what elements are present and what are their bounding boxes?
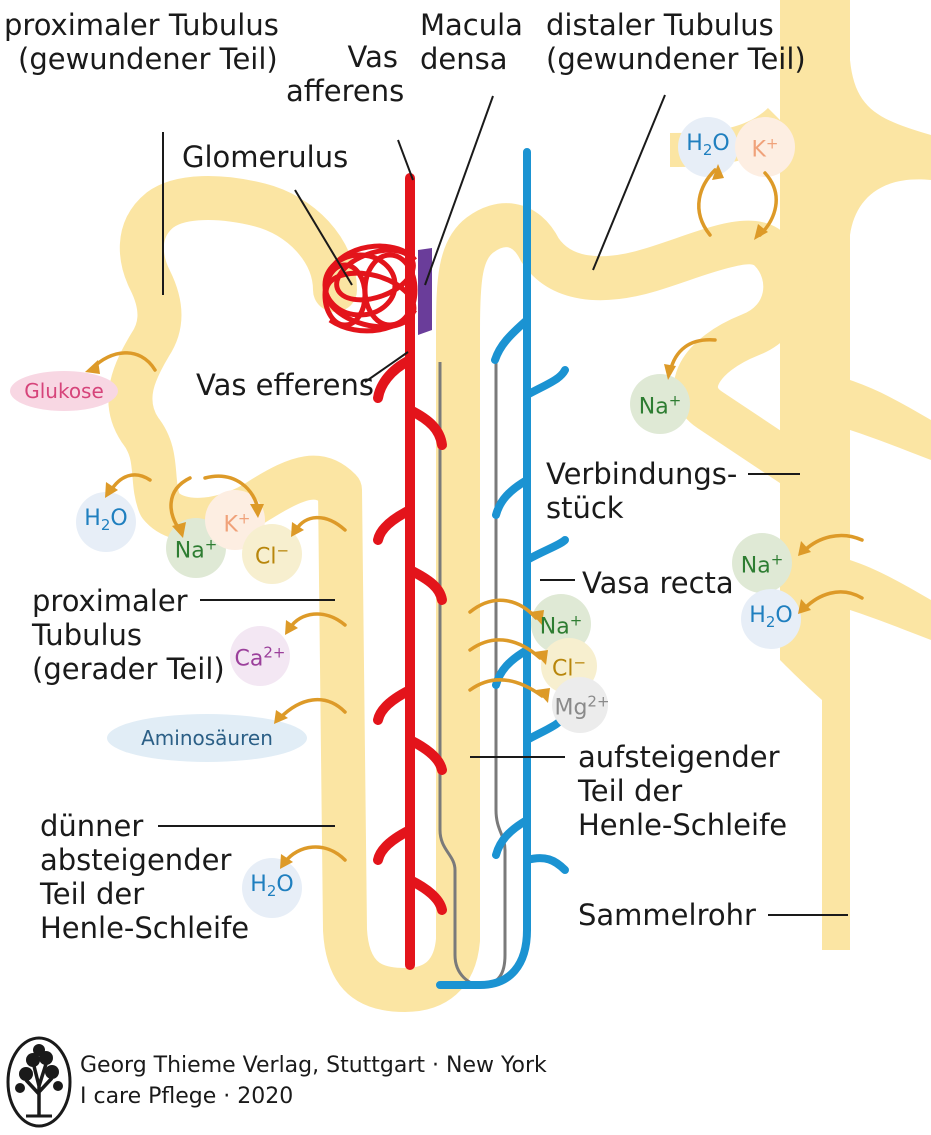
label-sammelrohr: Sammelrohr xyxy=(578,898,756,932)
label-vas-afferens: Vas afferens xyxy=(286,40,405,108)
ion-ca: Ca2+ xyxy=(234,643,286,672)
ion-cl: Cl− xyxy=(254,541,290,570)
label-distal-convoluted: distaler Tubulus (gewundener Teil) xyxy=(546,8,806,76)
publisher-tree-logo xyxy=(6,1036,72,1128)
ion-na: Na+ xyxy=(740,550,784,579)
ion-h2o: H2O xyxy=(686,130,730,160)
label-vas-efferens: Vas efferens xyxy=(196,368,374,402)
ion-na: Na+ xyxy=(174,535,218,564)
ion-k: K+ xyxy=(223,509,251,538)
leader-lines xyxy=(158,94,848,916)
aminosaeuren-label: Aminosäuren xyxy=(141,726,273,750)
tubule xyxy=(108,176,822,1012)
glukose-label: Glukose xyxy=(24,379,104,403)
ion-h2o: H2O xyxy=(250,871,294,901)
label-proximal-convoluted: proximaler Tubulus (gewundener Teil) xyxy=(4,8,279,76)
ion-k: K+ xyxy=(751,134,779,163)
label-macula-densa: Macula densa xyxy=(420,8,523,76)
ion-h2o: H2O xyxy=(749,602,793,632)
label-proximal-straight: proximaler Tubulus (gerader Teil) xyxy=(32,584,225,686)
label-verbindungsstueck: Verbindungs- stück xyxy=(546,457,738,525)
arrow-heads xyxy=(85,164,811,869)
label-thin-descending: dünner absteigender Teil der Henle-Schle… xyxy=(40,809,250,945)
footer-book: I care Pflege · 2020 xyxy=(80,1084,294,1109)
footer-publisher: Georg Thieme Verlag, Stuttgart · New Yor… xyxy=(80,1053,547,1078)
label-vasa-recta: Vasa recta xyxy=(582,566,734,600)
label-glomerulus: Glomerulus xyxy=(182,140,349,174)
ion-h2o: H2O xyxy=(84,505,128,535)
ion-cl: Cl− xyxy=(551,653,587,682)
label-ascending-limb: aufsteigender Teil der Henle-Schleife xyxy=(578,740,788,842)
ion-na: Na+ xyxy=(539,611,583,640)
ion-na: Na+ xyxy=(638,391,682,420)
macula-densa xyxy=(418,248,432,335)
ion-mg: Mg2+ xyxy=(554,692,610,721)
ion-bubbles xyxy=(10,117,801,918)
